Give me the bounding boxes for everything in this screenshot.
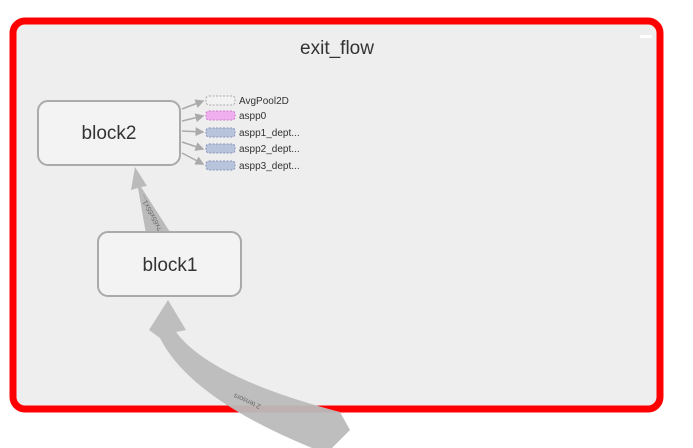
block2-output-edges: [181, 99, 205, 165]
output-label-aspp2: aspp2_dept...: [239, 144, 300, 155]
edge-to-aspp2: [181, 141, 205, 151]
output-node-aspp1[interactable]: aspp1_dept...: [205, 127, 300, 139]
block1-node[interactable]: [97, 231, 242, 297]
output-label-aspp3: aspp3_dept...: [239, 161, 300, 172]
output-node-aspp0[interactable]: aspp0: [205, 110, 267, 122]
edge-to-aspp0: [181, 113, 205, 123]
edge-to-avgpool: [181, 99, 205, 110]
output-node-aspp2[interactable]: aspp2_dept...: [205, 143, 300, 155]
collapse-handle-icon[interactable]: [640, 35, 652, 38]
block2-label: block2: [82, 123, 137, 144]
output-label-aspp1: aspp1_dept...: [239, 128, 300, 139]
edge-to-aspp3: [181, 152, 205, 165]
block1-label: block1: [143, 255, 198, 276]
block2-node[interactable]: [37, 100, 181, 166]
output-node-aspp3[interactable]: aspp3_dept...: [205, 160, 300, 172]
edge-input-to-block1[interactable]: [149, 300, 350, 448]
group-title: exit_flow: [300, 38, 374, 59]
edge-to-aspp1: [181, 127, 205, 137]
output-label-aspp0: aspp0: [239, 111, 267, 122]
output-label-avgpool: AvgPool2D: [239, 96, 289, 107]
edge-block1-to-block2[interactable]: [131, 167, 170, 234]
exit-flow-group[interactable]: [9, 17, 664, 413]
output-node-avgpool[interactable]: AvgPool2D: [205, 95, 289, 107]
